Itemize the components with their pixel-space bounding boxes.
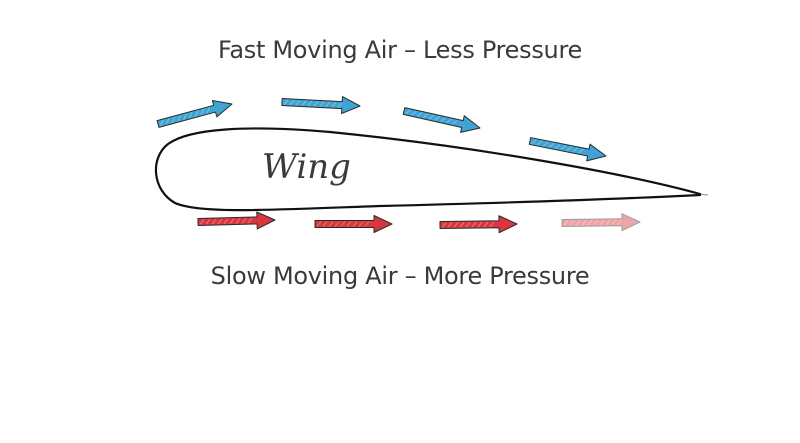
fast-air-arrows: [156, 96, 607, 162]
fast-air-arrow: [281, 96, 361, 115]
slow-air-arrows: [197, 211, 641, 234]
fast-air-caption: Fast Moving Air – Less Pressure: [218, 36, 582, 64]
wing-trailing-tip: [697, 193, 709, 196]
slow-air-arrow: [197, 211, 276, 230]
slow-air-arrow: [561, 213, 641, 232]
wing-label: Wing: [262, 147, 351, 187]
slow-air-caption: Slow Moving Air – More Pressure: [210, 262, 590, 290]
slow-air-arrow: [314, 215, 393, 233]
fast-air-arrow: [402, 107, 481, 133]
slow-air-arrow: [439, 215, 518, 234]
fast-air-arrow: [528, 137, 607, 162]
wing-outline: [154, 127, 702, 212]
fast-air-arrow: [156, 99, 233, 128]
